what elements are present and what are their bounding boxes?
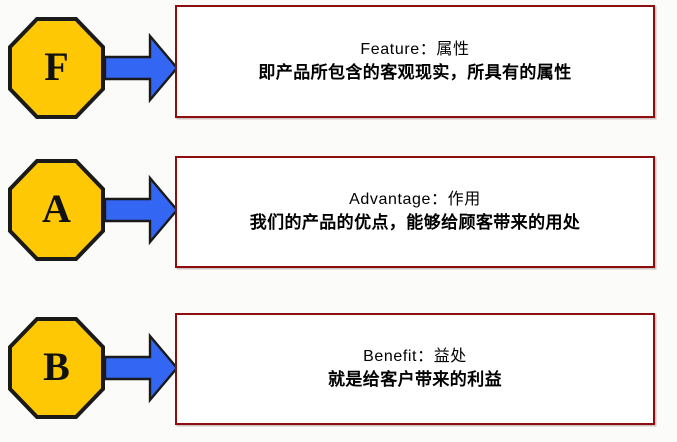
diagram-row-feature: F Feature：属性 即产品所包含的客观现实，所具有的属性 — [0, 2, 677, 137]
arrow-advantage — [103, 173, 179, 247]
arrow-feature — [103, 31, 179, 105]
advantage-title: Advantage：作用 — [349, 191, 481, 209]
text-box-advantage: Advantage：作用 我们的产品的优点，能够给顾客带来的用处 — [175, 156, 655, 268]
octagon-shape-icon — [8, 17, 105, 119]
octagon-letter-b: B — [43, 344, 70, 389]
octagon-letter-f: F — [44, 44, 69, 89]
octagon-letter-a: A — [42, 186, 71, 231]
right-arrow-icon — [103, 174, 179, 246]
octagon-badge-f[interactable]: F — [7, 16, 106, 120]
octagon-shape-icon — [8, 159, 105, 261]
text-box-feature: Feature：属性 即产品所包含的客观现实，所具有的属性 — [175, 5, 655, 118]
text-box-benefit: Benefit：益处 就是给客户带来的利益 — [175, 313, 655, 425]
octagon-badge-b[interactable]: B — [7, 316, 106, 420]
right-arrow-icon — [103, 32, 179, 104]
right-arrow-icon — [103, 332, 179, 404]
feature-title: Feature：属性 — [360, 40, 470, 58]
octagon-badge-a[interactable]: A — [7, 158, 106, 262]
arrow-benefit — [103, 331, 179, 405]
benefit-description: 就是给客户带来的利益 — [328, 370, 502, 390]
diagram-row-benefit: B Benefit：益处 就是给客户带来的利益 — [0, 312, 677, 430]
feature-description: 即产品所包含的客观现实，所具有的属性 — [258, 62, 572, 82]
diagram-row-advantage: A Advantage：作用 我们的产品的优点，能够给顾客带来的用处 — [0, 155, 677, 271]
advantage-description: 我们的产品的优点，能够给顾客带来的用处 — [249, 213, 581, 233]
benefit-title: Benefit：益处 — [363, 348, 467, 366]
octagon-shape-icon — [8, 317, 105, 419]
